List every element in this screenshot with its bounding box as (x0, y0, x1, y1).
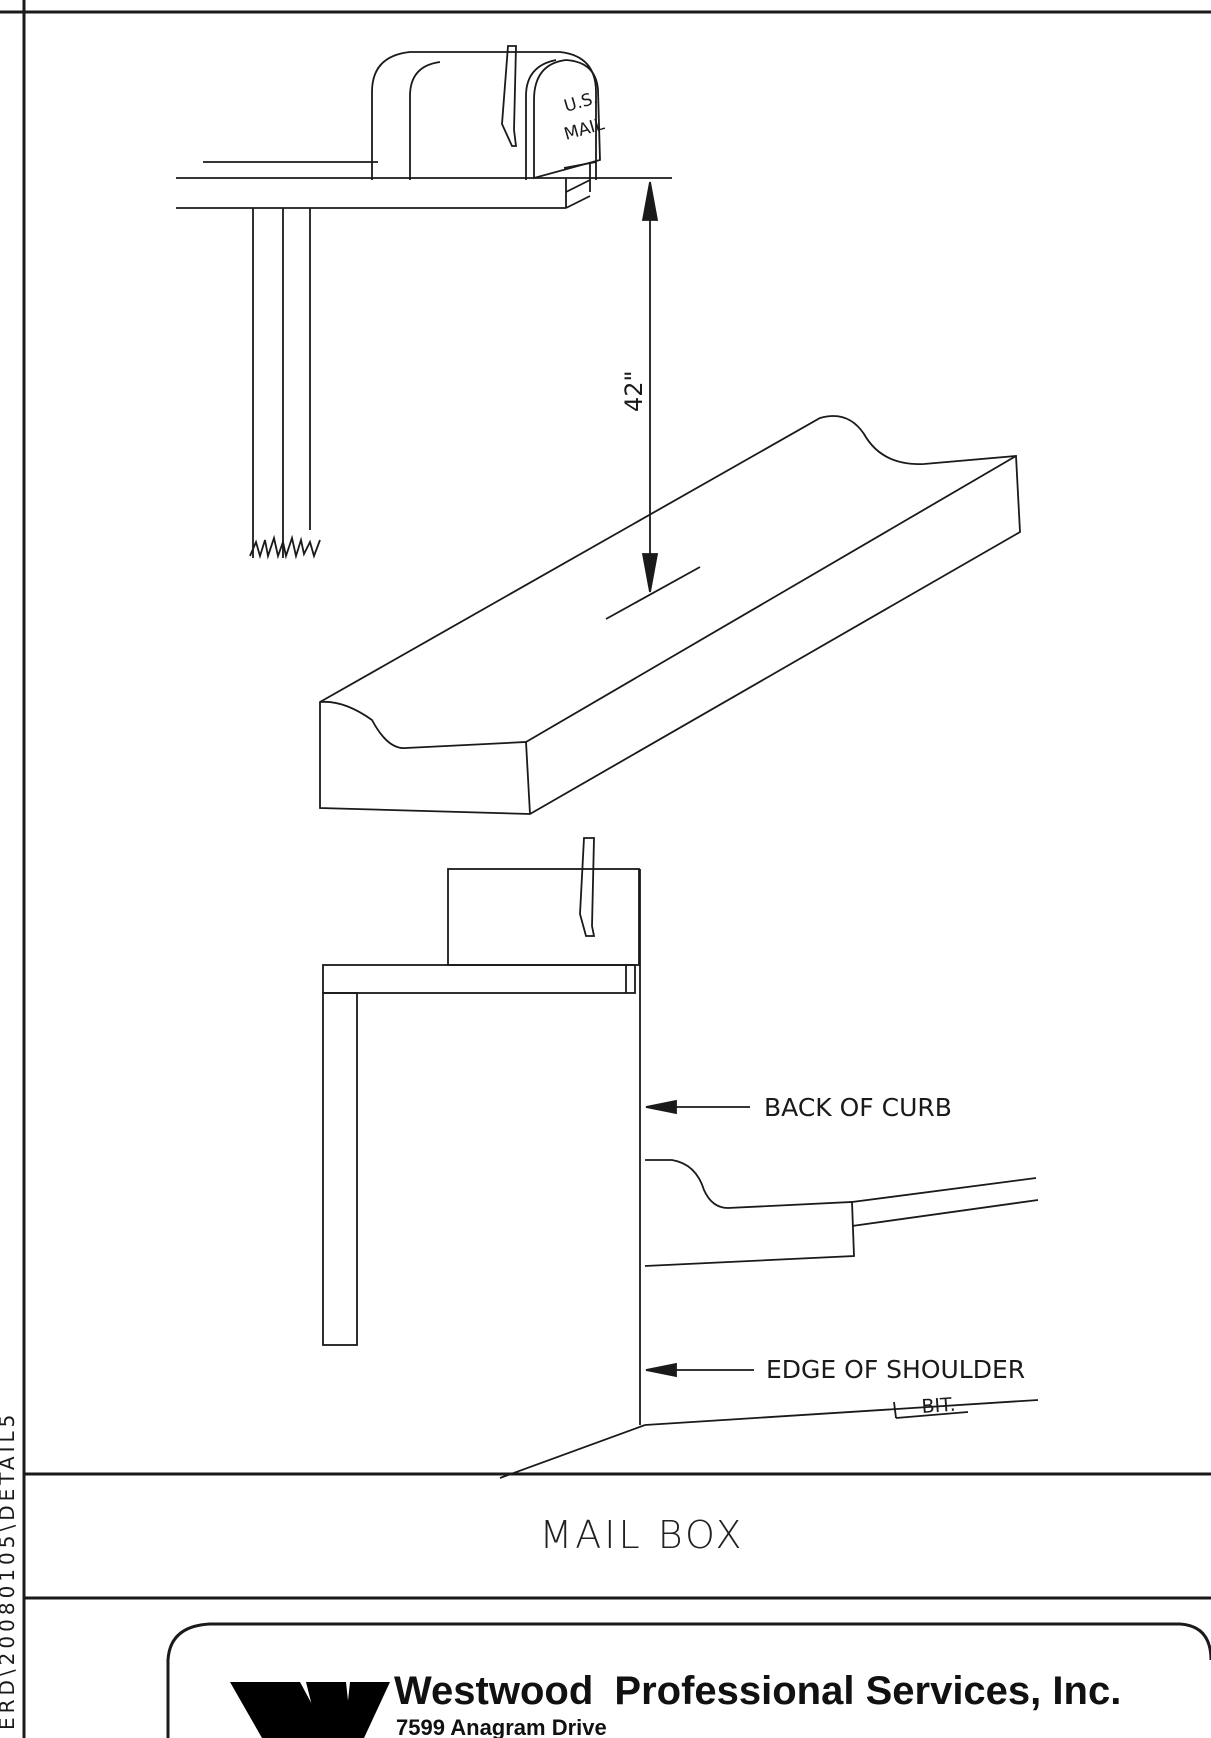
svg-text:Westwood Professional Se: Westwood Professional Services, Inc. (394, 1669, 1121, 1713)
mailbox-lettering-us: U.S. (562, 88, 600, 117)
side-margin-text: ERD\20080105\DETAIL5 (0, 1411, 19, 1730)
dimension-label: 42" (620, 370, 648, 412)
firm-address: 7599 Anagram Drive (396, 1715, 607, 1738)
edge-of-shoulder-label: EDGE OF SHOULDER (766, 1355, 1025, 1384)
edge-of-shoulder-arrow (645, 1362, 754, 1378)
title-block: Westwood Professional Services, Inc. 759… (166, 1622, 1211, 1738)
curb-perspective-view (319, 415, 1021, 815)
westwood-logo (230, 1682, 390, 1738)
dimension-line (641, 181, 659, 593)
detail-title: MAIL BOX (540, 1513, 745, 1557)
firm-name-bold: Westwood (394, 1669, 593, 1713)
back-of-curb-label: BACK OF CURB (764, 1093, 952, 1122)
mailbox-elevation-view (176, 45, 672, 560)
curb-side-view (322, 837, 1039, 1479)
firm-name-rest: Professional Services, Inc. (614, 1669, 1121, 1713)
back-of-curb-arrow (645, 1099, 750, 1115)
bit-label: BIT. (921, 1394, 956, 1418)
